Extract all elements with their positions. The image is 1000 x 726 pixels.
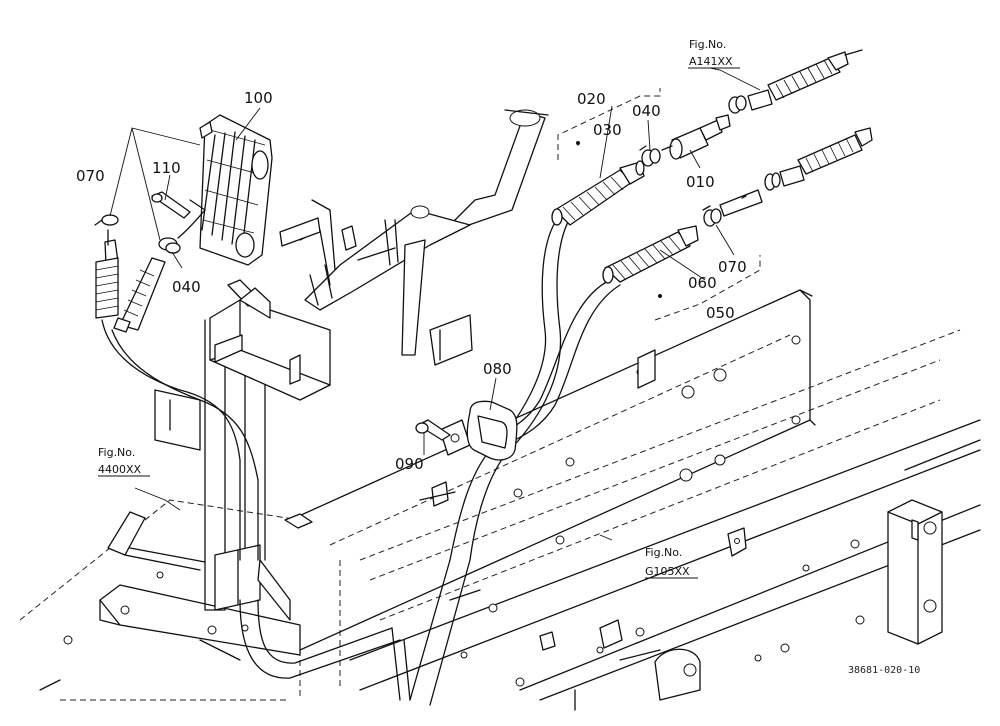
callout-030: 030 xyxy=(593,121,622,139)
fig-ref-g105: Fig.No. G105XX xyxy=(645,546,698,579)
fig-ref-a141-prefix: Fig.No. xyxy=(689,38,726,51)
upper-right-hoses xyxy=(719,49,873,217)
frame-rail xyxy=(289,289,981,711)
callout-040-right: 040 xyxy=(632,102,661,120)
floor-plate xyxy=(19,499,313,701)
callout-080: 080 xyxy=(483,360,512,378)
group-box-020 xyxy=(557,88,661,160)
callout-040-left: 040 xyxy=(172,278,201,296)
clamp-040-right xyxy=(639,145,661,167)
oil-cooler-100 xyxy=(189,114,273,266)
clamp-070-right xyxy=(702,205,722,227)
callout-060: 060 xyxy=(688,274,717,292)
fig-ref-4400-code: 4400XX xyxy=(98,463,142,476)
hose-end-030 xyxy=(551,160,645,226)
group-box-050 xyxy=(654,255,761,321)
callout-020: 020 xyxy=(577,90,606,108)
fig-ref-4400-prefix: Fig.No. xyxy=(98,446,135,459)
fig-ref-4400: Fig.No. 4400XX xyxy=(98,446,150,477)
hose-end-060 xyxy=(602,225,699,284)
upper-bracket xyxy=(279,109,549,366)
main-hose xyxy=(391,214,621,706)
callout-090: 090 xyxy=(395,455,424,473)
fig-ref-a141: Fig.No. A141XX xyxy=(688,38,740,69)
callout-110: 110 xyxy=(152,159,181,177)
leader-lines xyxy=(134,67,761,541)
drawing-id: 38681-020-10 xyxy=(848,665,920,676)
column-bracket xyxy=(154,279,331,661)
fig-ref-g105-code: G105XX xyxy=(645,565,690,578)
callout-050: 050 xyxy=(706,304,735,322)
callout-010: 010 xyxy=(686,173,715,191)
hose-clamp-080 xyxy=(415,400,518,507)
callout-070-left: 070 xyxy=(76,167,105,185)
callout-100: 100 xyxy=(244,89,273,107)
connector-010 xyxy=(661,114,731,160)
callout-070-right: 070 xyxy=(718,258,747,276)
left-hose-assembly xyxy=(94,127,401,679)
fig-ref-a141-code: A141XX xyxy=(689,55,733,68)
fig-ref-g105-prefix: Fig.No. xyxy=(645,546,682,559)
